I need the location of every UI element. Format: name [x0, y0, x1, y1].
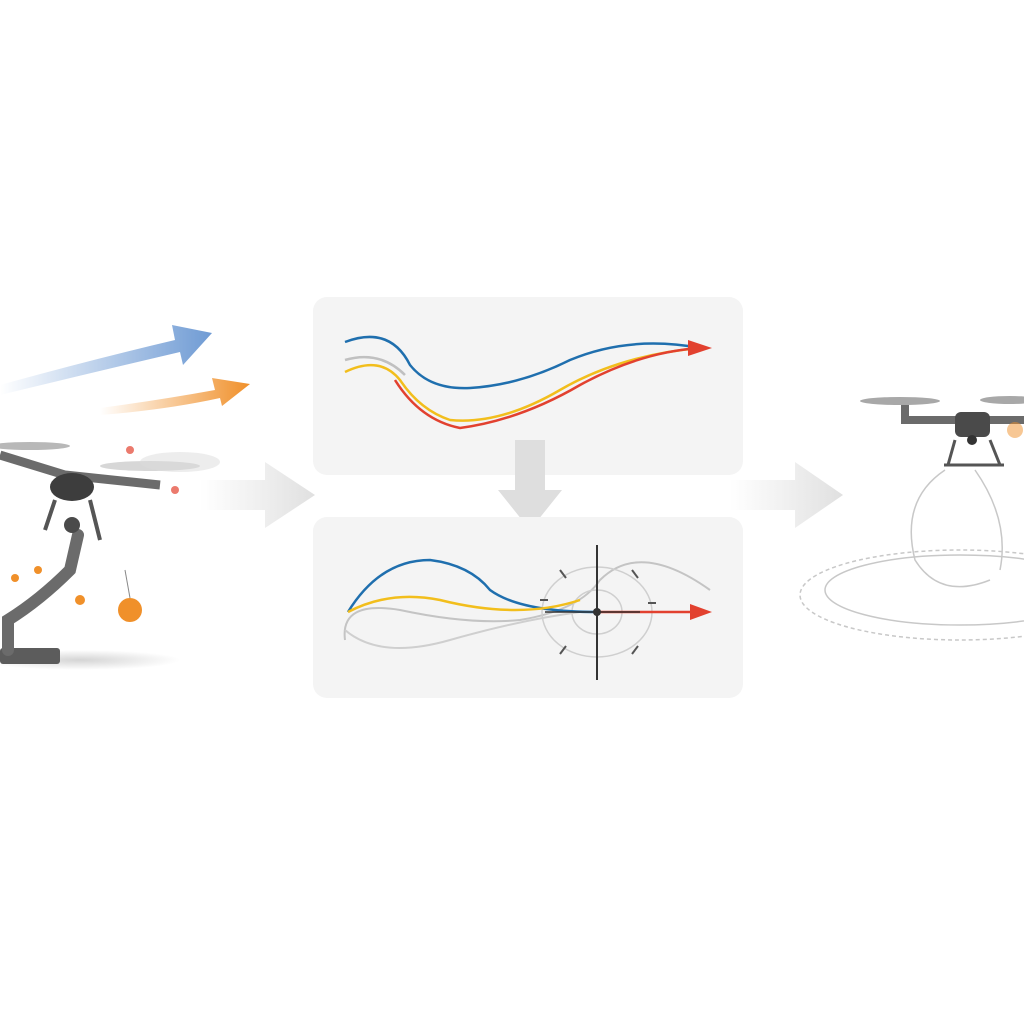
- trajectory-curves-panel: [313, 297, 743, 475]
- flow-arrow-down-icon: [498, 440, 562, 530]
- trajectory-curves-icon: [344, 335, 712, 430]
- flow-arrow-right-icon: [730, 462, 843, 528]
- trajectory-tracking-crosshair-icon: [343, 545, 712, 680]
- wind-arrows-icon: [0, 325, 250, 415]
- hovering-drone-icon: [799, 396, 1024, 641]
- drone-on-test-stand-icon: [0, 442, 220, 670]
- trajectory-tracking-panel: [313, 517, 743, 698]
- flow-arrow-right-icon: [200, 462, 315, 528]
